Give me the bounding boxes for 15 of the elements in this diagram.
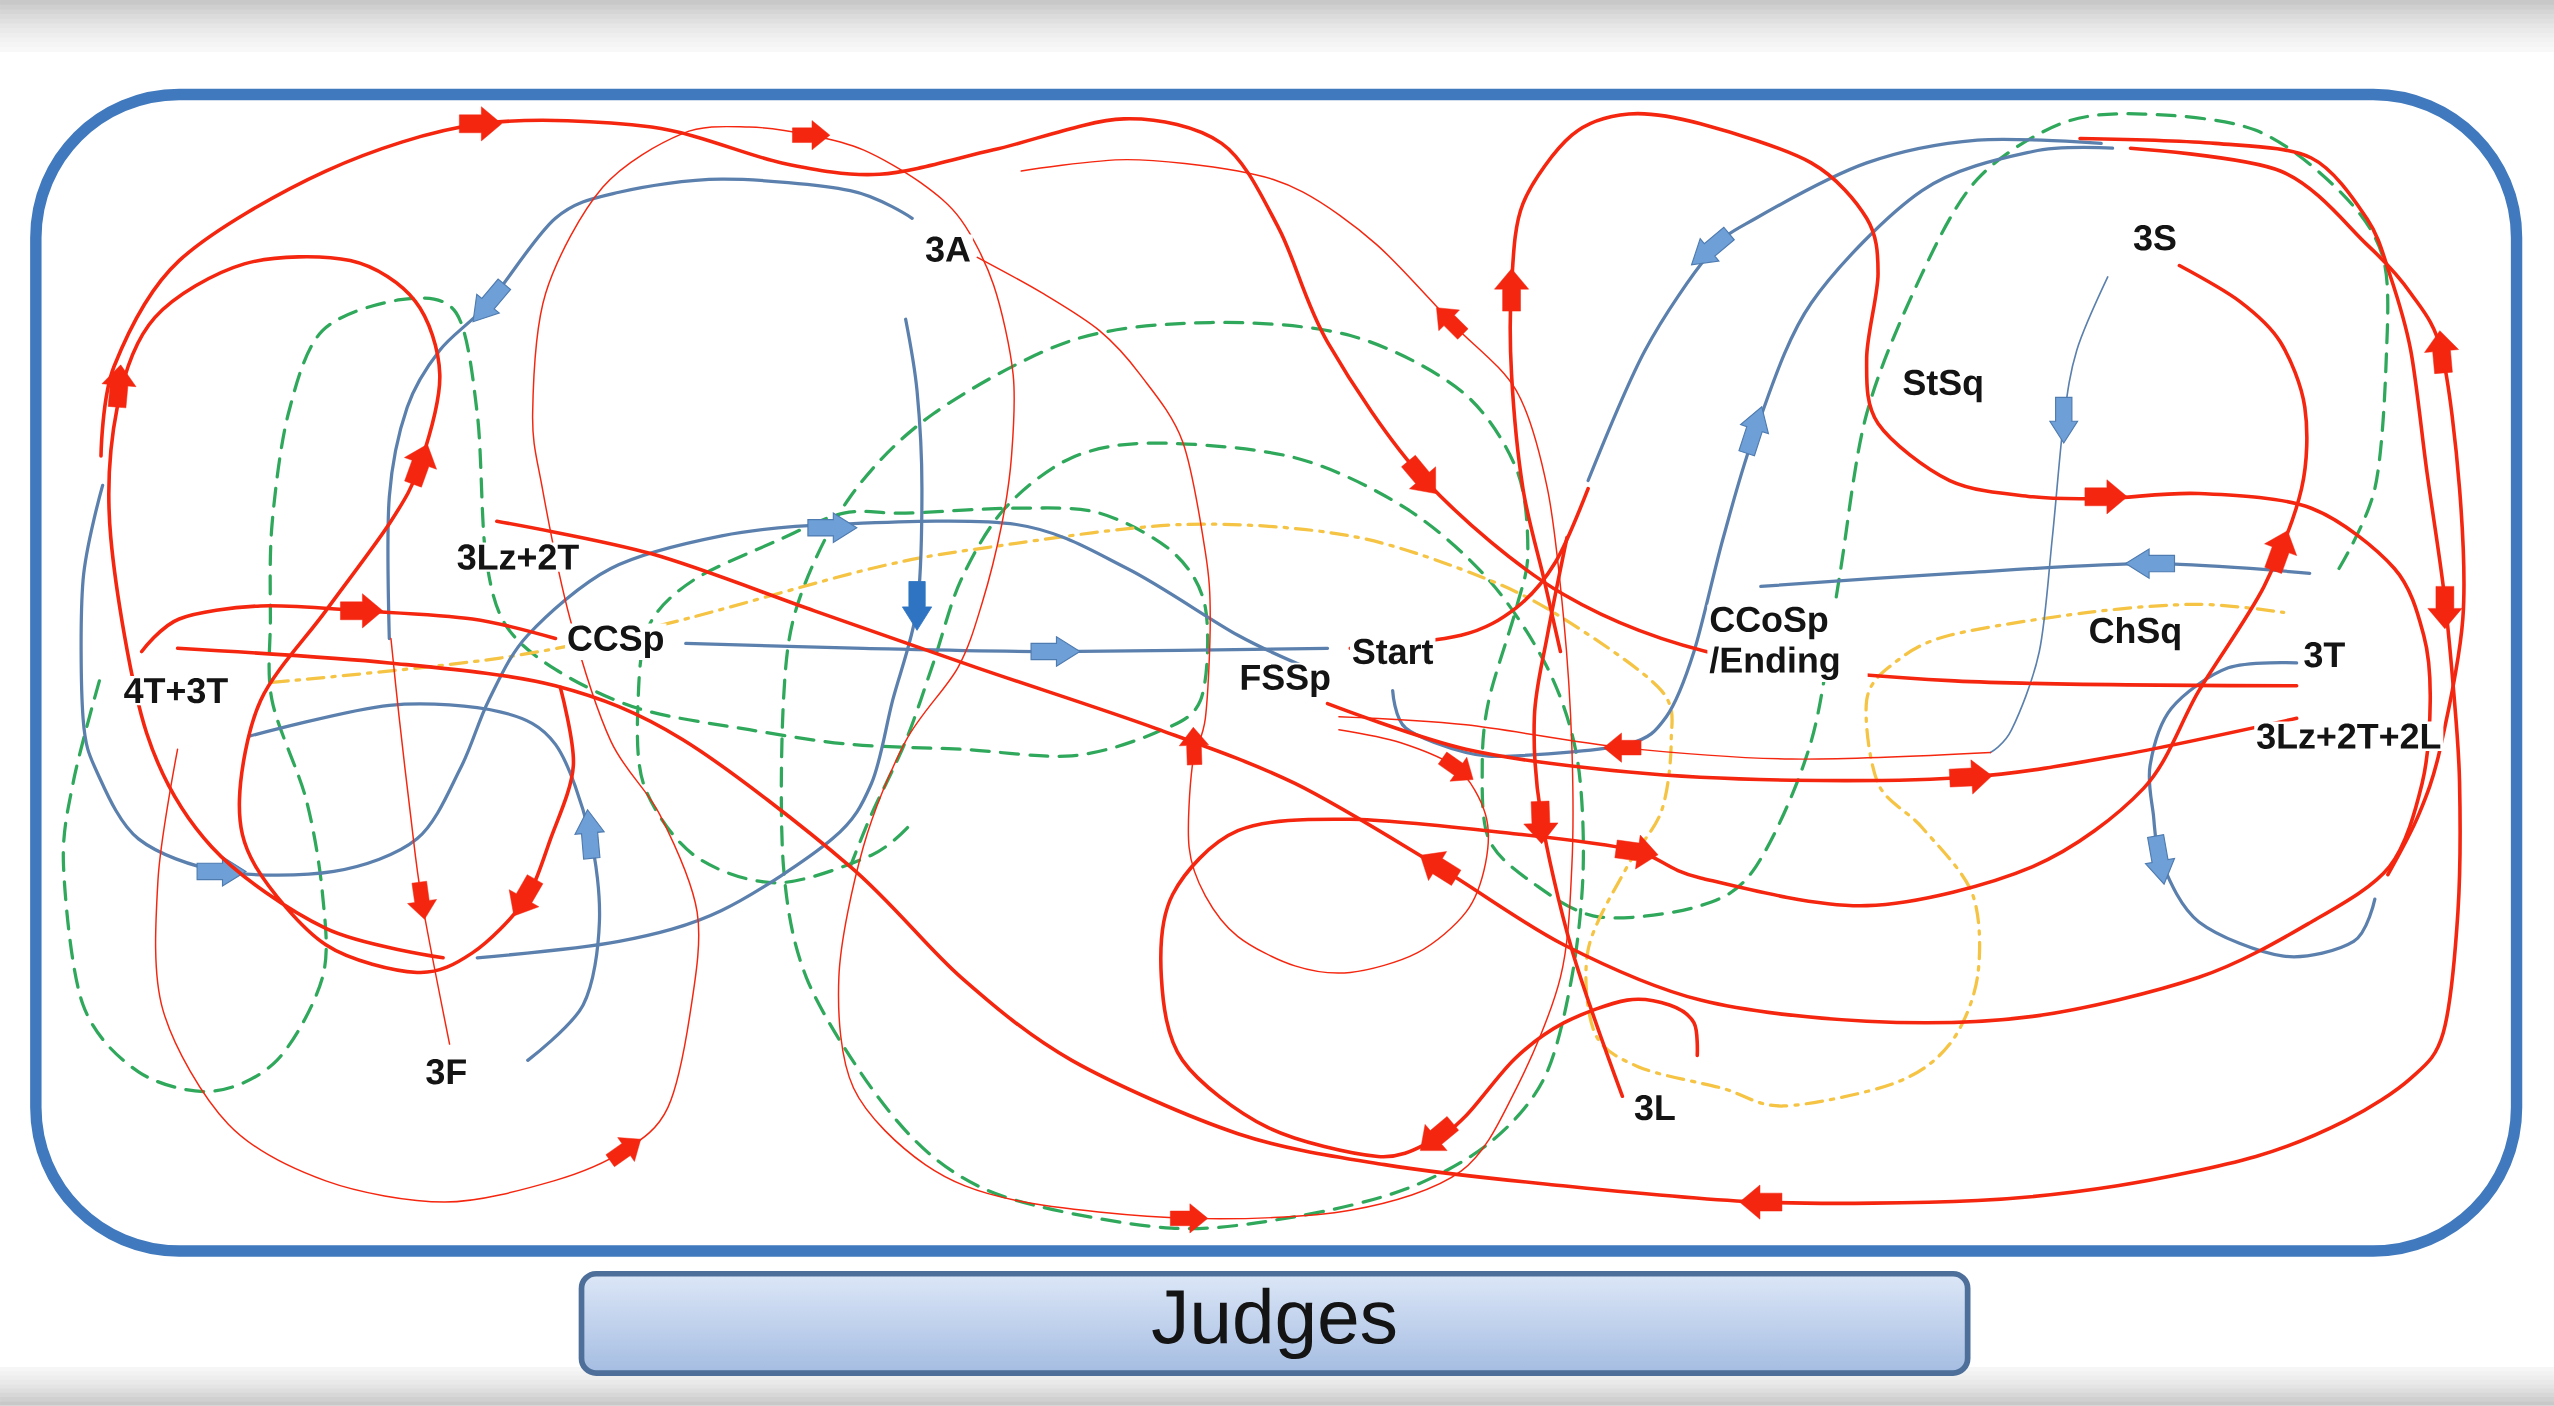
element-label: 3Lz+2T [454, 542, 582, 572]
element-label: CCoSp /Ending [1707, 604, 1868, 683]
element-label: 3T [2301, 640, 2348, 670]
element-label: 4T+3T [121, 676, 231, 706]
element-label: 3Lz+2T+2L [2254, 721, 2444, 752]
element-label: ChSq [2086, 615, 2185, 653]
element-label: CCSp [565, 623, 667, 661]
element-label: 3A [923, 234, 973, 265]
element-label: FSSp [1237, 662, 1333, 700]
element-label: 3S [2131, 223, 2179, 253]
banner-box: Judges [578, 1271, 1971, 1377]
element-label: Start [1349, 637, 1436, 667]
element-label: StSq [1900, 368, 1986, 405]
element-label: 3F [423, 1057, 470, 1087]
element-label: 3L [1632, 1093, 1678, 1123]
